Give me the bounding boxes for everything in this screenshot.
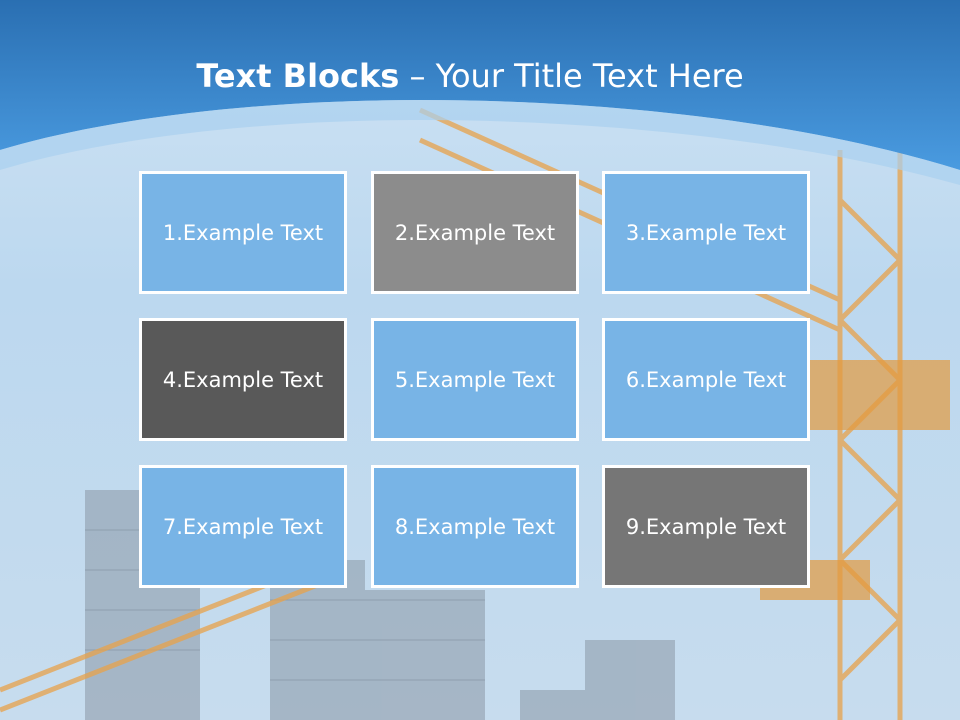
text-block-label: 8.Example Text [394, 514, 556, 539]
text-block-label: 3.Example Text [625, 220, 787, 245]
text-block-label: 5.Example Text [394, 367, 556, 392]
title-bold-part: Text Blocks [196, 57, 400, 95]
text-block-4[interactable]: 4.Example Text [139, 318, 347, 441]
text-block-9[interactable]: 9.Example Text [602, 465, 810, 588]
text-block-2[interactable]: 2.Example Text [371, 171, 579, 294]
text-block-label: 2.Example Text [394, 220, 556, 245]
text-block-label: 6.Example Text [625, 367, 787, 392]
text-block-1[interactable]: 1.Example Text [139, 171, 347, 294]
text-block-7[interactable]: 7.Example Text [139, 465, 347, 588]
slide-title: Text Blocks – Your Title Text Here [0, 54, 940, 98]
text-block-label: 9.Example Text [625, 514, 787, 539]
text-block-8[interactable]: 8.Example Text [371, 465, 579, 588]
text-block-6[interactable]: 6.Example Text [602, 318, 810, 441]
title-dash: – [399, 57, 436, 95]
text-block-3[interactable]: 3.Example Text [602, 171, 810, 294]
text-block-label: 7.Example Text [162, 514, 324, 539]
text-block-label: 1.Example Text [162, 220, 324, 245]
title-rest-part: Your Title Text Here [435, 57, 744, 95]
text-block-5[interactable]: 5.Example Text [371, 318, 579, 441]
text-block-label: 4.Example Text [162, 367, 324, 392]
